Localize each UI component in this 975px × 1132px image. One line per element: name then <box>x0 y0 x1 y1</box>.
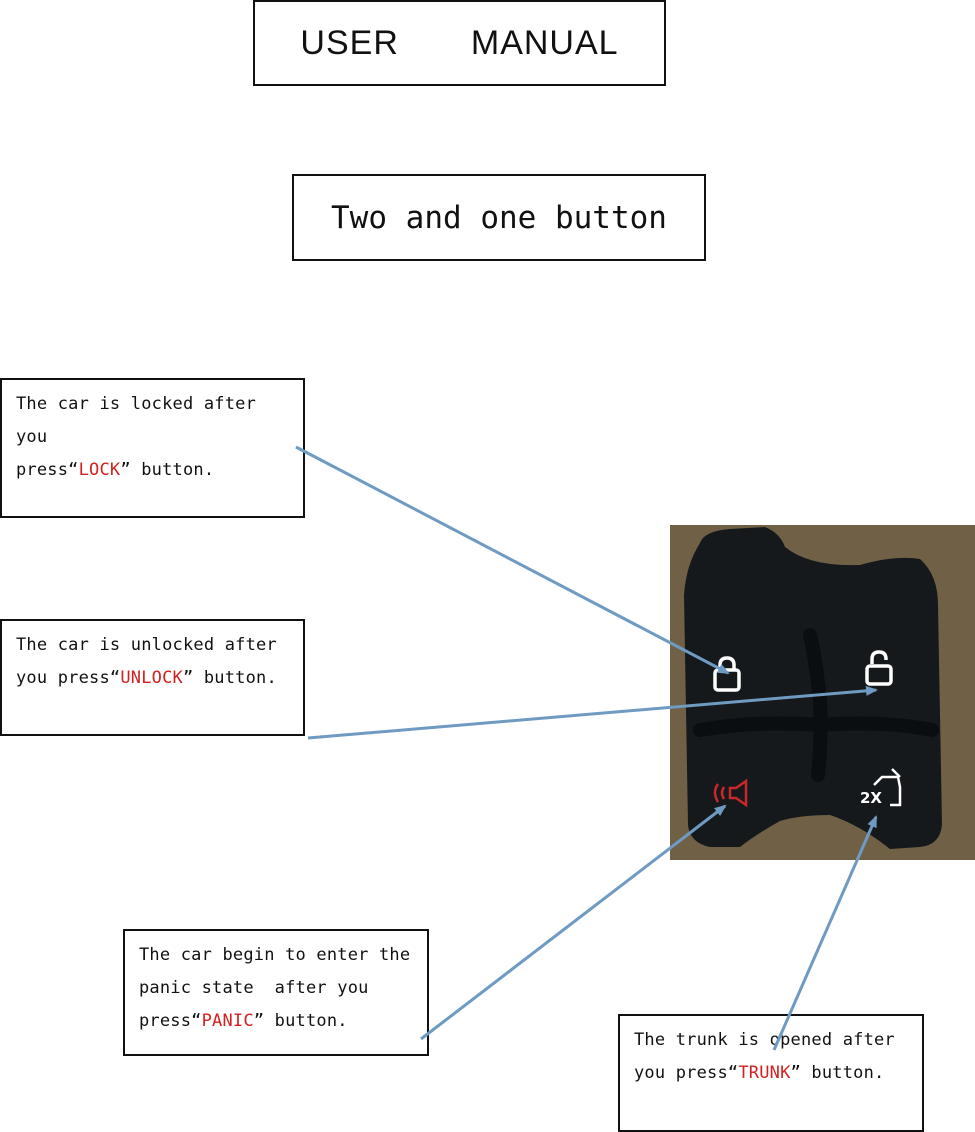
callout-trunk-line1: The trunk is opened after <box>634 1030 895 1050</box>
document-subtitle: Two and one button <box>292 174 706 261</box>
callout-lock-line1: The car is locked after you <box>16 394 267 447</box>
document-title: USER MANUAL <box>253 0 666 86</box>
callout-trunk-key: TRUNK <box>738 1063 791 1083</box>
title-word-user: USER <box>300 23 399 62</box>
callout-panic-line2: panic state after you <box>139 978 369 998</box>
callout-panic: The car begin to enter the panic state a… <box>123 929 429 1056</box>
trunk-badge-2x: 2X <box>860 789 882 807</box>
callout-trunk-line2-prefix: you press“ <box>634 1063 739 1083</box>
callout-panic-key: PANIC <box>201 1011 254 1031</box>
callout-trunk-line2-suffix: ” button. <box>790 1063 885 1083</box>
callout-unlock-line2-prefix: you press“ <box>16 668 121 688</box>
unlock-icon <box>865 650 893 686</box>
callout-lock: The car is locked after you press“LOCK” … <box>0 378 305 518</box>
callout-trunk: The trunk is opened after you press“TRUN… <box>618 1014 924 1132</box>
fob-divider-horizontal <box>693 716 939 737</box>
callout-lock-key: LOCK <box>78 460 121 480</box>
title-word-manual: MANUAL <box>470 23 619 62</box>
panic-horn-icon <box>713 778 748 808</box>
arrow-lock <box>295 445 730 675</box>
callout-panic-line1: The car begin to enter the <box>139 945 411 965</box>
callout-unlock: The car is unlocked after you press“UNLO… <box>0 619 305 736</box>
callout-unlock-line2-suffix: ” button. <box>182 668 277 688</box>
callout-panic-line3-suffix: ” button. <box>253 1011 348 1031</box>
subtitle-text: Two and one button <box>331 199 667 236</box>
callout-unlock-key: UNLOCK <box>120 668 183 688</box>
callout-lock-line2-suffix: ” button. <box>120 460 215 480</box>
callout-lock-line2-prefix: press“ <box>16 460 79 480</box>
remote-fob-photo: 2X <box>670 525 975 860</box>
callout-unlock-line1: The car is unlocked after <box>16 635 277 655</box>
trunk-2x-icon: 2X <box>860 768 902 807</box>
callout-panic-line3-prefix: press“ <box>139 1011 202 1031</box>
